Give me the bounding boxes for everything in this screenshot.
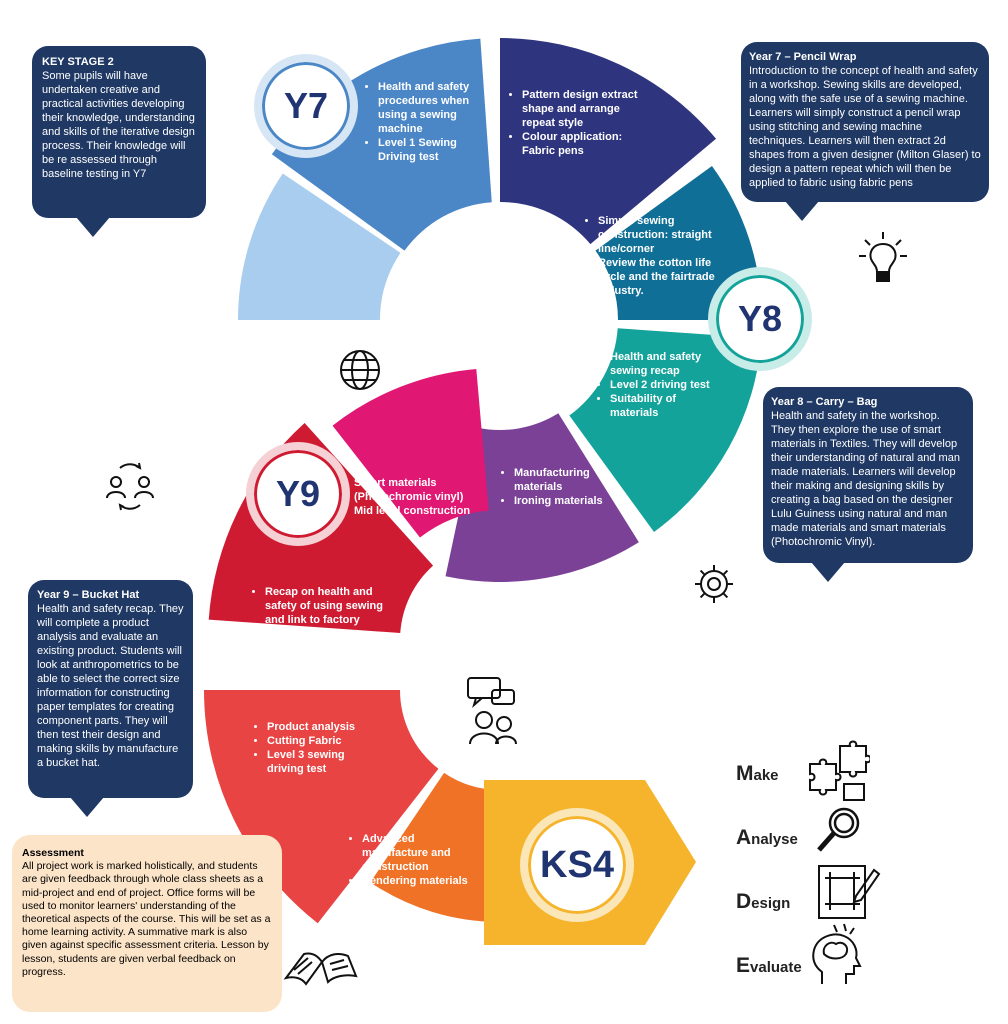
seg-y8-a <box>595 166 762 320</box>
badge-y7: Y7 <box>254 54 358 158</box>
callout-y7: Year 7 – Pencil Wrap Introduction to the… <box>741 42 989 221</box>
callout-ks2-body: Some pupils will have undertaken creativ… <box>42 70 195 180</box>
segment-y8-manufacturing: Manufacturing materialsIroning materials <box>500 466 630 508</box>
gear-icon <box>695 565 733 603</box>
seg-y9-a <box>332 369 489 538</box>
callout-y9-body: Health and safety recap. They will compl… <box>37 603 184 769</box>
bullet-item: Suitability of materials <box>610 392 726 420</box>
badge-y8-label: Y8 <box>737 298 783 339</box>
callout-ks2: KEY STAGE 2 Some pupils will have undert… <box>32 46 206 237</box>
lightbulb-icon <box>859 232 907 282</box>
callout-y9-title: Year 9 – Bucket Hat <box>37 589 140 601</box>
mada-analyse: Analyse <box>736 826 798 850</box>
segment-ks4-advanced: Advanced manufacture and constructionRen… <box>348 832 478 888</box>
segment-y7-sewing: Health and safety procedures when using … <box>364 80 482 164</box>
design-pen-icon <box>818 865 881 919</box>
bullet-item: Simple sewing construction: straight lin… <box>598 214 724 256</box>
segment-ks4-product: Product analysisCutting FabricLevel 3 se… <box>253 720 383 776</box>
segment-y9-recap: Recap on health and safety of using sewi… <box>251 585 391 655</box>
segment-y7-pattern: Pattern design extract shape and arrange… <box>508 88 638 158</box>
assessment-box: Assessment All project work is marked ho… <box>12 835 282 1012</box>
assessment-body: All project work is marked holistically,… <box>22 860 271 978</box>
segment-y9-smart: Smart materials (Photochromic vinyl)Mid … <box>340 476 480 518</box>
bullet-item: Ironing materials <box>514 494 630 508</box>
mada-design-rest: esign <box>751 895 791 912</box>
puzzle-icon <box>809 740 870 801</box>
bullet-item: Health and safety sewing recap <box>610 350 726 378</box>
badge-y8: Y8 <box>708 267 812 371</box>
badge-ks4-label: KS4 <box>540 843 614 886</box>
bullet-item: Level 1 Sewing Driving test <box>378 136 482 164</box>
bullet-item: Mid level construction <box>354 504 480 518</box>
seg-y8-c <box>445 413 639 582</box>
bullet-item: Review the cotton life cycle and the fai… <box>598 256 724 298</box>
seg-ks4-b <box>370 772 500 922</box>
bullet-item: Colour application: Fabric pens <box>522 130 638 158</box>
bullet-item: Level 3 sewing driving test <box>267 748 383 776</box>
mada-evaluate-initial: E <box>736 954 751 977</box>
badge-ks4: KS4 <box>520 808 634 922</box>
mada-design-initial: D <box>736 890 752 913</box>
callout-y8: Year 8 – Carry – Bag Health and safety i… <box>763 387 973 582</box>
seg-y7-c <box>500 38 717 245</box>
callout-y7-title: Year 7 – Pencil Wrap <box>749 51 857 63</box>
bullet-item: Pattern design extract shape and arrange… <box>522 88 638 130</box>
segment-y8-recap: Health and safety sewing recapLevel 2 dr… <box>596 350 726 420</box>
mada-make-initial: M <box>736 762 754 785</box>
bullet-item: Level 2 driving test <box>610 378 726 392</box>
assessment-title: Assessment <box>22 847 84 859</box>
bullet-item: Product analysis <box>267 720 383 734</box>
open-book-icon <box>283 952 358 986</box>
bullet-item: Advanced manufacture and construction <box>362 832 478 874</box>
bullet-item: Cutting Fabric <box>267 734 383 748</box>
mada-make-rest: ake <box>753 767 779 784</box>
badge-y9-label: Y9 <box>275 473 321 514</box>
seg-y7-b <box>271 38 492 251</box>
head-brain-icon <box>812 923 862 984</box>
mada-analyse-initial: A <box>736 826 752 849</box>
callout-y8-body: Health and safety in the workshop. They … <box>771 410 960 548</box>
mada-evaluate: Evaluate <box>736 954 802 978</box>
seg-y8-b <box>569 328 762 532</box>
seg-y7-a <box>238 173 401 320</box>
badge-y7-label: Y7 <box>283 85 329 126</box>
bullet-item: Recap on health and safety of using sewi… <box>265 585 391 655</box>
bullet-item: Smart materials (Photochromic vinyl) <box>354 476 480 504</box>
mada-analyse-rest: nalyse <box>751 831 798 848</box>
magnifier-icon <box>817 807 860 852</box>
badge-y9: Y9 <box>246 442 350 546</box>
callout-y9: Year 9 – Bucket Hat Health and safety re… <box>28 580 193 817</box>
bullet-item: Manufacturing materials <box>514 466 630 494</box>
mada-evaluate-rest: valuate <box>750 959 802 976</box>
mada-make: Make <box>736 762 779 786</box>
callout-y8-title: Year 8 – Carry – Bag <box>771 396 878 408</box>
bullet-item: Rendering materials <box>362 874 478 888</box>
people-cycle-icon <box>106 462 154 511</box>
chat-people-icon <box>467 677 517 745</box>
callout-ks2-title: KEY STAGE 2 <box>42 56 114 68</box>
bullet-item: Health and safety procedures when using … <box>378 80 482 136</box>
mada-design: Design <box>736 890 790 914</box>
segment-y8-construction: Simple sewing construction: straight lin… <box>584 214 724 298</box>
road-segments <box>204 38 762 924</box>
callout-y7-body: Introduction to the concept of health an… <box>749 65 981 189</box>
globe-icon <box>340 350 380 390</box>
